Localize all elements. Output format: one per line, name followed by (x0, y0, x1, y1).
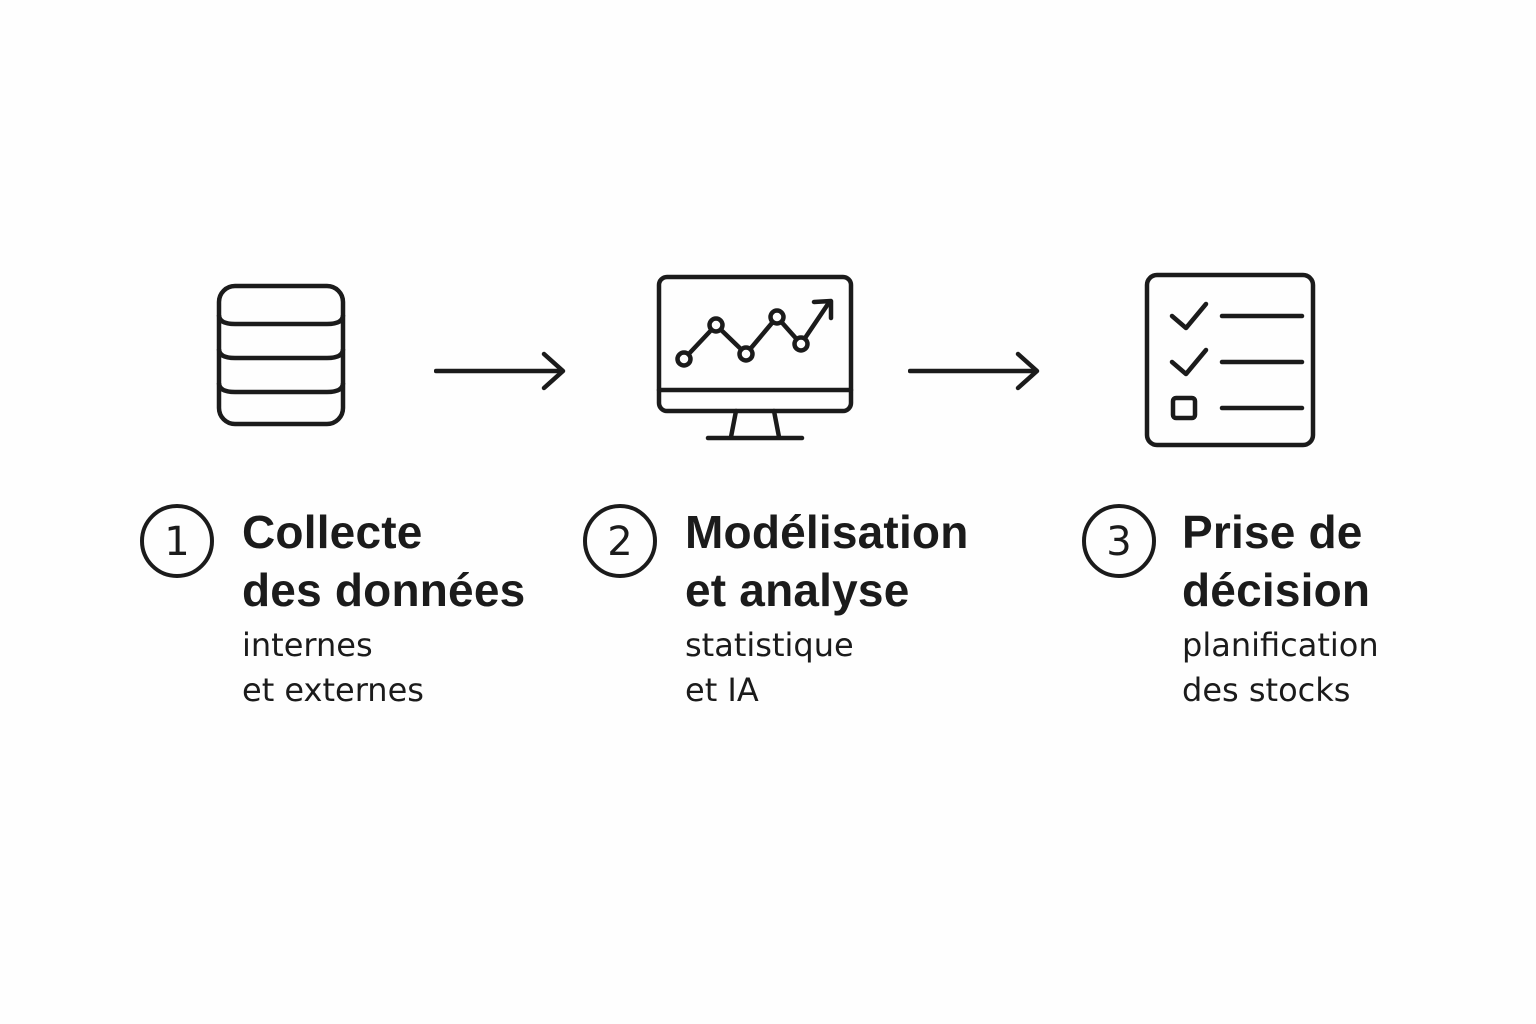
step-title: décision (1182, 564, 1371, 616)
step-title: Modélisation (685, 506, 969, 558)
step-title: des données (242, 564, 526, 616)
step-subtitle: et externes (242, 671, 424, 709)
step-title: Collecte (242, 506, 423, 558)
step-subtitle: planification (1182, 626, 1379, 664)
step-subtitle-block: planification des stocks (1182, 623, 1379, 713)
step-subtitle: statistique (685, 626, 854, 664)
step-3-text: Prise de décision planification des stoc… (1182, 503, 1379, 713)
step-1-text: Collecte des données internes et externe… (242, 503, 525, 713)
step-2-text: Modélisation et analyse statistique et I… (685, 503, 969, 713)
step-subtitle: des stocks (1182, 671, 1351, 709)
step-number: 2 (607, 519, 633, 565)
step-subtitle: et IA (685, 671, 759, 709)
step-number-badge: 1 (140, 504, 214, 578)
step-subtitle-block: internes et externes (242, 623, 525, 713)
checklist-icon (1142, 270, 1318, 450)
arrow-right-icon (907, 349, 1040, 393)
step-title: et analyse (685, 564, 910, 616)
step-number-badge: 2 (583, 504, 657, 578)
step-subtitle: internes (242, 626, 373, 664)
step-subtitle-block: statistique et IA (685, 623, 969, 713)
step-title: Prise de (1182, 506, 1363, 558)
database-icon (214, 282, 348, 428)
step-number: 3 (1106, 519, 1132, 565)
arrow-right-icon (433, 349, 566, 393)
monitor-chart-icon (654, 272, 856, 444)
step-number: 1 (164, 519, 190, 565)
step-number-badge: 3 (1082, 504, 1156, 578)
